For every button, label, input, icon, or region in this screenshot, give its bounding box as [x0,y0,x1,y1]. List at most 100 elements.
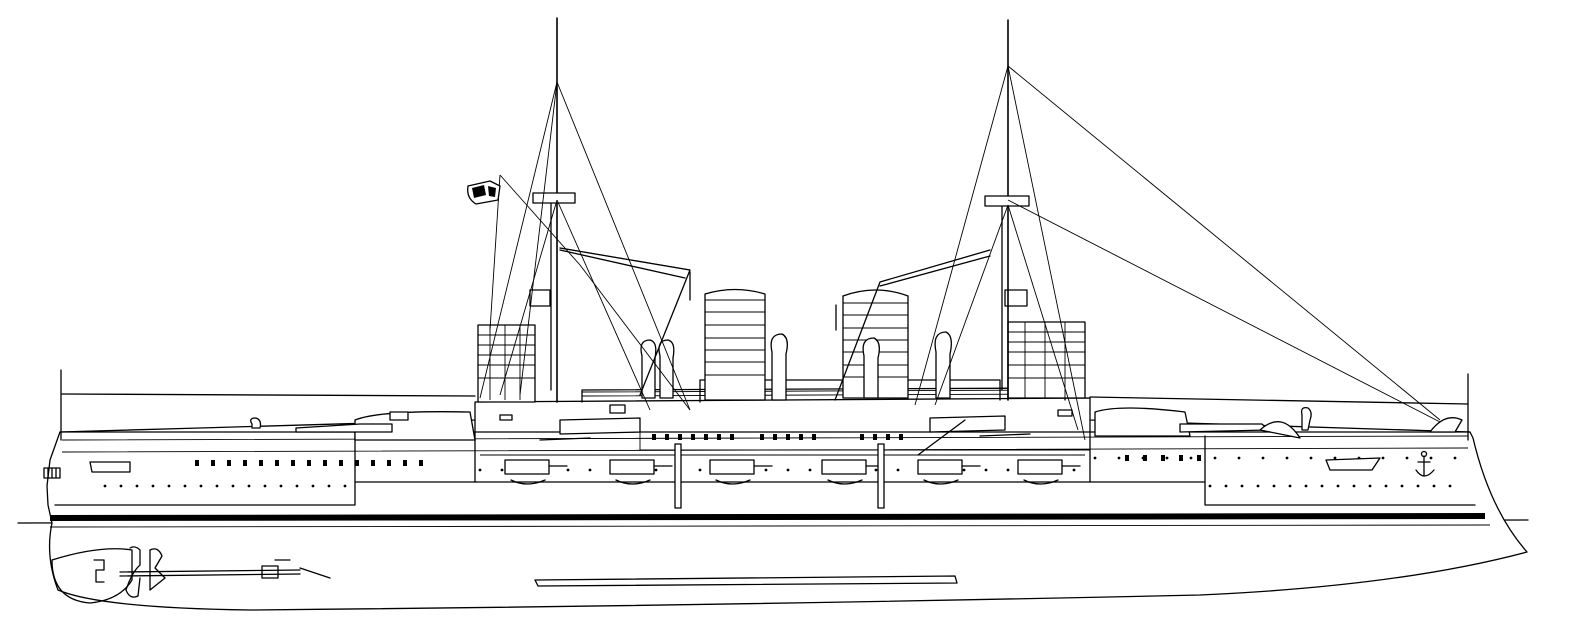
porthole [860,434,864,440]
stern-cutaway [52,549,132,603]
scuttle [1405,456,1409,460]
porthole [1143,455,1147,461]
casemate-sponson [828,480,862,484]
scuttles-fwd [1093,456,1457,488]
boot-topping-stripe [50,516,1485,518]
scuttle [588,468,592,472]
bilge-keel [535,576,957,586]
scuttle [786,468,790,472]
casemate-sponson [511,480,545,484]
scuttle [500,468,504,472]
porthole [899,434,903,440]
porthole [403,460,407,466]
porthole [730,434,734,440]
scuttle [1272,484,1276,488]
porthole [1179,455,1183,461]
porthole [786,434,790,440]
scuttle [1117,456,1121,460]
scuttle [1333,456,1337,460]
scuttle [478,468,482,472]
scuttle [566,468,570,472]
scuttle [654,468,658,472]
scuttle [311,484,315,488]
porthole [371,460,375,466]
scuttle [1453,456,1457,460]
scuttle [263,484,267,488]
scuttle [1208,484,1212,488]
scuttle [327,484,331,488]
scuttle [119,484,123,488]
porthole [873,434,877,440]
scuttle [764,468,768,472]
scuttle [1288,484,1292,488]
porthole [195,460,199,466]
scuttle [1141,456,1145,460]
porthole [1197,455,1201,461]
scuttle [1368,484,1372,488]
scuttle [1165,456,1169,460]
casemate-gun [505,460,549,474]
casemate-sponson [716,480,750,484]
scuttle [1416,484,1420,488]
ensign-flag-icon [468,181,500,204]
scuttle [874,468,878,472]
stern-gallery [44,468,60,478]
scuttle [199,484,203,488]
aft-main-turret [296,412,475,440]
casemate-gun [822,460,866,474]
scuttle [1304,484,1308,488]
porthole [355,460,359,466]
casemate-gun [918,460,962,474]
fwd-main-turret [1095,408,1300,438]
scuttle [1072,468,1076,472]
casemate-guns [505,460,1080,484]
casemate-sponson [1024,480,1058,484]
casemate-gun [710,460,754,474]
scuttle [295,484,299,488]
scuttle [1224,484,1228,488]
deck-boats [90,405,1072,472]
scuttle [103,484,107,488]
boat-booms [675,444,884,508]
porthole [665,434,669,440]
scuttle [962,468,966,472]
porthole [704,434,708,440]
scuttle [1448,484,1452,488]
porthole [652,434,656,440]
scuttle [183,484,187,488]
porthole [387,460,391,466]
porthole [419,460,423,466]
rigging [480,66,1440,440]
porthole [812,434,816,440]
porthole [307,460,311,466]
porthole [323,460,327,466]
scuttle [1240,484,1244,488]
scuttle [1309,456,1313,460]
scuttle [1381,456,1385,460]
casemate-sponson [616,480,650,484]
scuttle [1320,484,1324,488]
casemate-gun [1018,460,1062,474]
porthole [259,460,263,466]
porthole [691,434,695,440]
portholes-aft [195,460,423,466]
upper-guns [540,416,1030,455]
scuttle [1336,484,1340,488]
aft-bridge [478,290,550,402]
scuttle [1189,456,1193,460]
porthole [339,460,343,466]
scuttles-aft [103,484,347,488]
porthole [275,460,279,466]
porthole [243,460,247,466]
scuttle [808,468,812,472]
porthole [799,434,803,440]
scuttle [231,484,235,488]
porthole [717,434,721,440]
porthole [211,460,215,466]
fore-mast [835,20,1029,400]
scuttle [151,484,155,488]
casemate-gun [610,460,654,474]
propeller-icon [120,547,330,597]
scuttle [1352,484,1356,488]
